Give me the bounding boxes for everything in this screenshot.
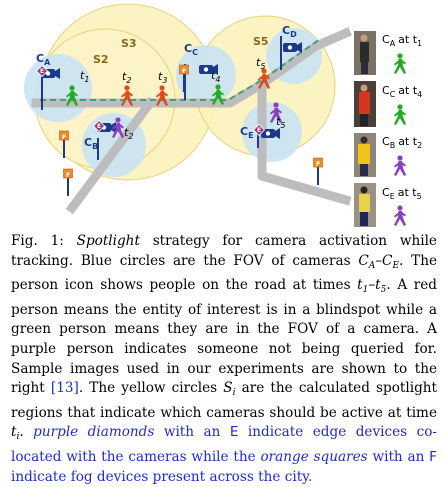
fog-labels: F F F F [62, 67, 320, 179]
svg-text:CC: CC [184, 42, 198, 57]
camera-b: CB [84, 120, 116, 160]
svg-text:F: F [62, 133, 66, 141]
spotlight-term: Spotlight [76, 233, 140, 249]
svg-text:t2: t2 [122, 70, 131, 85]
tracked-path [40, 38, 321, 101]
camera-e: CE [240, 124, 280, 148]
figure-label: Fig. 1: [11, 233, 77, 249]
svg-text:t5: t5 [276, 115, 285, 130]
svg-text:CD: CD [282, 24, 297, 39]
svg-text:CA: CA [36, 52, 51, 67]
svg-text:E: E [257, 127, 261, 134]
label-s2: S2 [93, 53, 109, 66]
svg-text:E: E [97, 123, 101, 130]
citation-link[interactable]: [13] [50, 380, 79, 397]
svg-text:E: E [40, 68, 44, 75]
svg-text:F: F [316, 160, 320, 168]
fov-cc [176, 45, 236, 105]
svg-text:t5: t5 [256, 56, 265, 71]
svg-text:t1: t1 [80, 69, 89, 84]
road-diagonal [65, 96, 157, 215]
svg-text:F: F [182, 67, 186, 75]
camera-a: CA [36, 52, 60, 110]
svg-text:t2: t2 [124, 126, 133, 141]
label-s3: S3 [121, 37, 137, 50]
edge-labels: E E E [40, 68, 261, 134]
svg-text:CB: CB [84, 136, 98, 151]
svg-text:t4: t4 [211, 69, 220, 84]
road-vertical [257, 79, 352, 206]
svg-text:F: F [66, 171, 70, 179]
fov-ca [24, 54, 92, 122]
figure-caption: Fig. 1: Spotlight strategy for camera ac… [11, 233, 437, 485]
camera-d: CD [280, 24, 302, 70]
label-s5: S5 [253, 35, 269, 48]
spotlight-figure: S3 S2 S5 CA CB CC CD CE F F F [24, 3, 422, 227]
svg-text:t3: t3 [158, 70, 167, 85]
time-labels: t1 t2 t3 t4 t5 t2 t5 [80, 56, 285, 141]
svg-text:CE: CE [240, 125, 254, 140]
